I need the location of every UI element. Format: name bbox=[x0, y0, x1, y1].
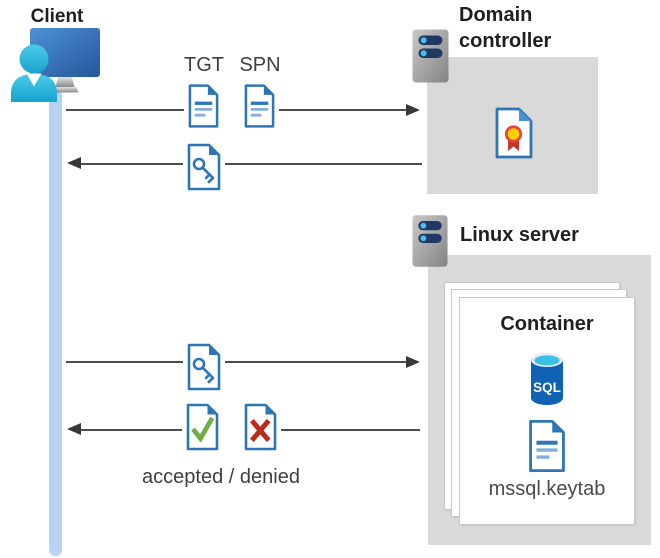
linux-server-icon bbox=[412, 215, 448, 267]
person-icon bbox=[11, 44, 57, 102]
auth-result-label: accepted / denied bbox=[142, 466, 300, 488]
service-ticket-doc bbox=[183, 340, 225, 394]
client-lifeline bbox=[49, 89, 62, 556]
sql-database-icon: SQL bbox=[531, 353, 563, 405]
certificate-icon bbox=[495, 107, 533, 159]
sql-label: SQL bbox=[533, 380, 561, 395]
keytab-filename: mssql.keytab bbox=[488, 478, 606, 500]
ticket-response-doc bbox=[183, 140, 225, 194]
linux-server-label: Linux server bbox=[460, 224, 579, 246]
auth-result-docs bbox=[182, 400, 281, 454]
keytab-document-icon bbox=[529, 419, 565, 473]
client-label: Client bbox=[30, 6, 84, 27]
arrow-client-to-linux-head bbox=[406, 355, 420, 368]
tgt-document-icon bbox=[188, 84, 219, 128]
accepted-document-icon bbox=[186, 403, 219, 451]
ticket-request-docs bbox=[184, 80, 279, 132]
arrow-dc-to-client-head bbox=[67, 156, 81, 169]
denied-document-icon bbox=[244, 403, 277, 451]
domain-controller-label-line1: Domain bbox=[459, 4, 533, 26]
domain-controller-label: Domain controller bbox=[459, 2, 551, 54]
domain-controller-label-line2: controller bbox=[459, 30, 552, 52]
domain-controller-server-icon bbox=[412, 29, 449, 83]
client-user-icon bbox=[11, 28, 100, 102]
monitor-icon bbox=[30, 28, 100, 93]
spn-document-icon bbox=[244, 84, 275, 128]
container-label: Container bbox=[500, 313, 594, 335]
container-card: Container SQL mssql.keytab bbox=[459, 297, 635, 525]
arrow-client-to-linux-line bbox=[66, 361, 407, 363]
arrow-client-to-dc-head bbox=[406, 103, 420, 116]
ticket-key-document-icon bbox=[187, 143, 221, 191]
tgt-label: TGT bbox=[184, 54, 224, 76]
spn-label: SPN bbox=[239, 54, 281, 76]
ticket-key-document-icon bbox=[187, 343, 221, 391]
arrow-linux-to-client-head bbox=[67, 422, 81, 435]
arrow-dc-to-client-line bbox=[80, 163, 422, 165]
